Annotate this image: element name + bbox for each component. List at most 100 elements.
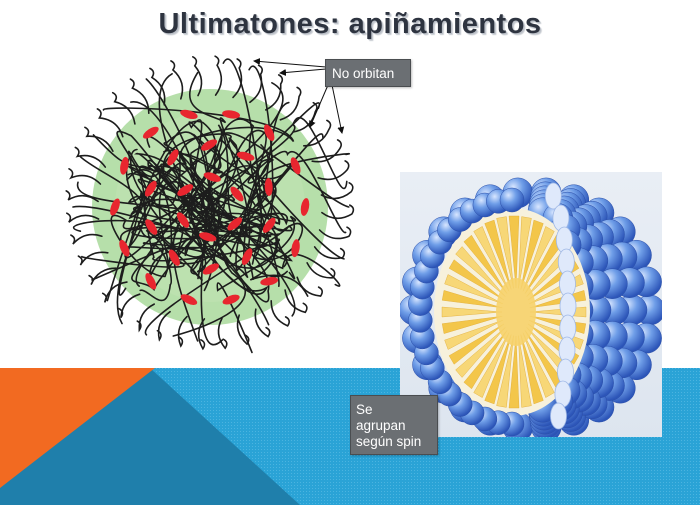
strand-tail (214, 55, 223, 96)
inner-rays (441, 215, 587, 409)
red-node (201, 139, 218, 151)
ray (508, 335, 520, 409)
ray (441, 306, 503, 318)
ray (441, 316, 503, 334)
strand-tail (111, 91, 136, 125)
strand-tail (306, 262, 336, 279)
red-node (202, 263, 220, 275)
strand-tail (317, 160, 350, 181)
ray (444, 320, 503, 350)
red-node (262, 217, 276, 233)
red-node (177, 184, 194, 197)
strand-tail (311, 139, 342, 163)
strand-tail (118, 293, 141, 319)
red-node (260, 277, 279, 286)
strand-tail (66, 212, 100, 223)
ray (522, 226, 555, 292)
strand-tail (96, 108, 124, 138)
strand-tail (321, 204, 355, 220)
red-node (227, 217, 243, 231)
strand-tail (192, 56, 203, 97)
red-node (236, 151, 255, 161)
red-node (230, 186, 244, 202)
red-node (290, 157, 301, 175)
strand-tail (84, 126, 114, 152)
ray (520, 334, 544, 405)
strand (127, 152, 350, 273)
red-node (142, 126, 159, 139)
strand-tail (249, 64, 263, 104)
strand-tail (156, 310, 171, 342)
callout-group-by-spin: Se agrupan según spin (350, 395, 438, 455)
inner-ring-balls (408, 187, 525, 437)
red-node (291, 239, 300, 258)
strand-tail (170, 60, 184, 100)
strand-tail (129, 78, 150, 114)
strand-tail (254, 308, 271, 338)
red-node (180, 109, 198, 120)
rim-ball (499, 187, 525, 213)
red-node (145, 273, 157, 290)
strand-tail (74, 146, 107, 168)
ray (473, 226, 510, 292)
strand (213, 58, 303, 261)
sphere-cutaway-figure (400, 172, 662, 437)
red-node (168, 249, 180, 266)
strand-tail (236, 314, 250, 346)
strand (189, 71, 267, 280)
red-node (167, 149, 179, 166)
ray (520, 219, 544, 290)
orange-triangle (0, 368, 155, 488)
ray (455, 327, 506, 378)
strand-tail (303, 119, 332, 147)
cutaway-interior (434, 208, 590, 416)
strand-tail (313, 246, 346, 260)
strand-tail (65, 190, 99, 203)
callout-no-orbit: No orbitan (325, 59, 411, 87)
tangled-cluster-figure (62, 55, 362, 360)
strand-tail (197, 318, 206, 351)
strand-tail (136, 303, 155, 333)
ray (518, 335, 532, 408)
strand (139, 181, 341, 302)
strand-tail (320, 182, 354, 200)
strand (142, 102, 321, 287)
strand-tail (292, 101, 318, 133)
strand-tail (284, 289, 308, 314)
ray (508, 215, 520, 289)
red-node (119, 239, 130, 257)
red-node (300, 198, 310, 216)
strand-tail (70, 233, 103, 245)
callout-spin-line-3: según spin (356, 434, 422, 449)
ray (448, 323, 505, 365)
red-node (241, 248, 253, 265)
red-node (222, 110, 241, 119)
strand-tail (279, 86, 302, 121)
strand-tail (318, 226, 352, 240)
ray (455, 246, 506, 297)
red-node (176, 212, 190, 228)
ray (484, 219, 512, 290)
red-node (145, 219, 158, 235)
red-node (203, 172, 221, 182)
ray (448, 259, 505, 301)
ray (444, 274, 503, 304)
red-node (264, 178, 273, 196)
strand-tail (232, 58, 243, 99)
strand-tail (217, 317, 228, 350)
strand-tail (296, 276, 323, 297)
red-node (222, 294, 240, 305)
strand-tail (265, 74, 284, 111)
strand-tail (149, 67, 166, 106)
red-node (198, 232, 217, 242)
red-nodes (110, 109, 310, 305)
ray (441, 290, 503, 308)
ray (473, 332, 510, 398)
cut-disc (550, 402, 567, 430)
callout-arrows (253, 58, 345, 134)
red-node (110, 198, 120, 216)
strand-tail (77, 251, 109, 266)
red-node (144, 180, 157, 197)
ray (522, 332, 555, 398)
red-node (180, 294, 198, 305)
